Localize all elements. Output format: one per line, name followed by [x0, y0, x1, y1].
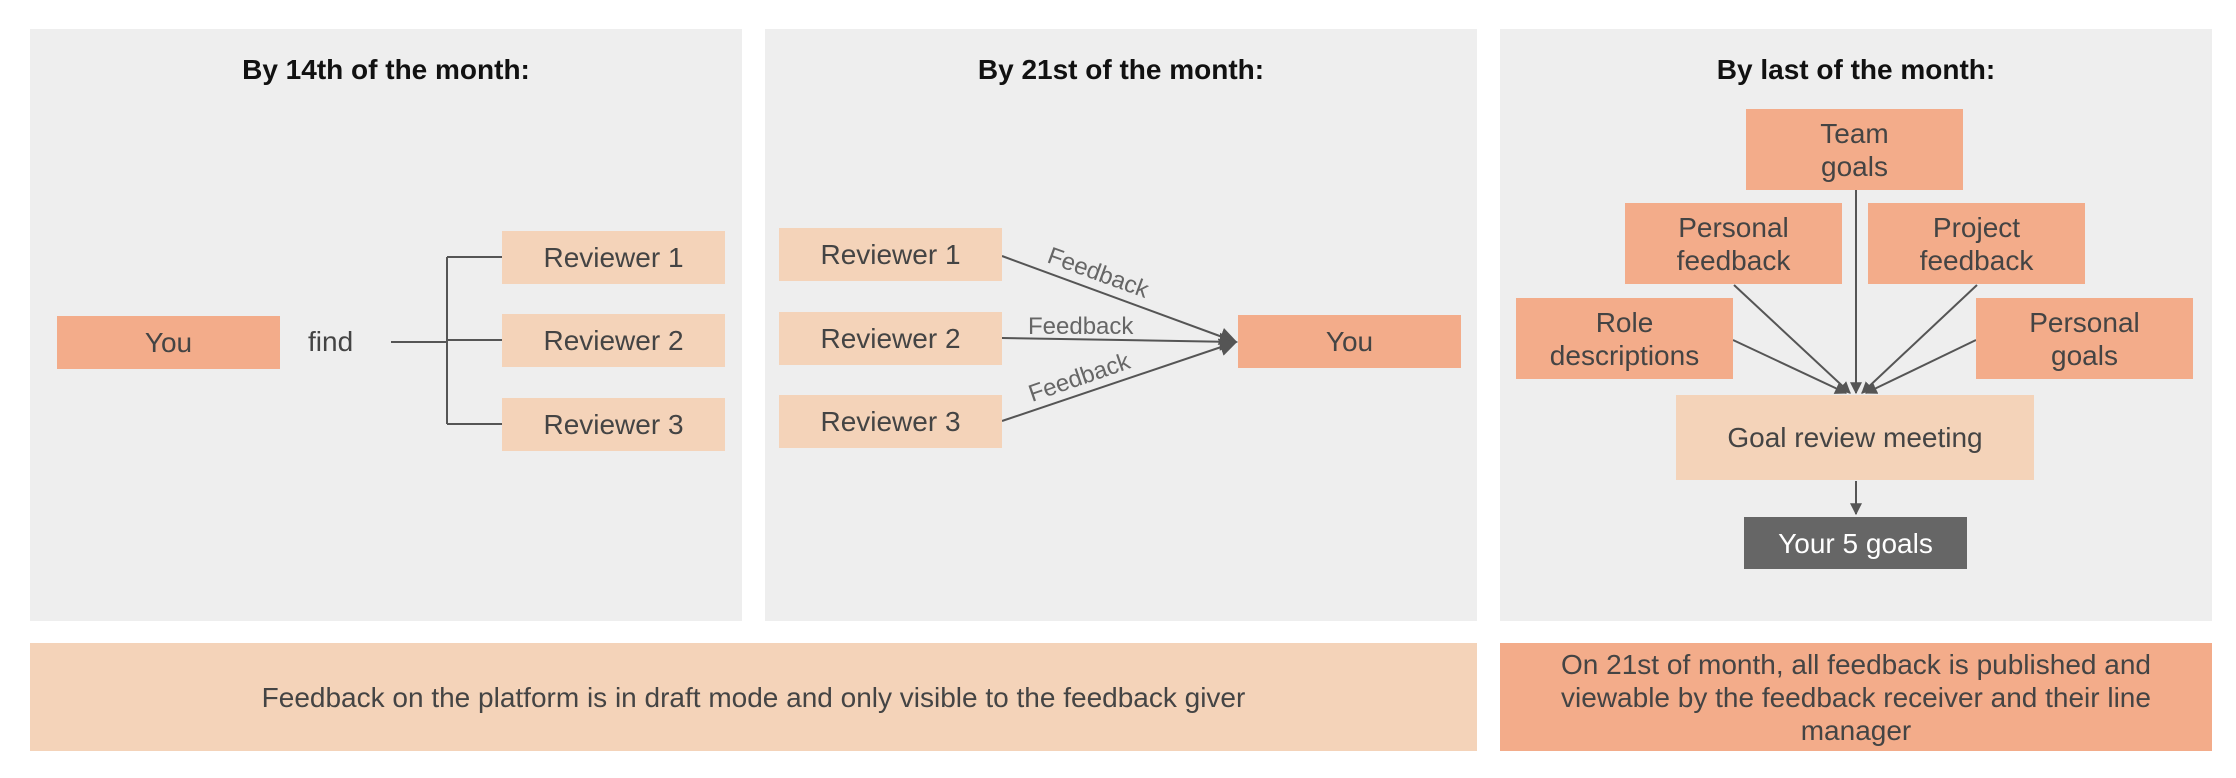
personal-goals-box: Personal goals: [1976, 298, 2193, 379]
feedback-arrows: [1001, 255, 1238, 422]
reviewer-box: Reviewer 1: [502, 231, 725, 284]
project-feedback-box: Project feedback: [1868, 203, 2085, 284]
panel-title: By 21st of the month:: [977, 54, 1265, 85]
reviewer-box: Reviewer 1: [779, 228, 1002, 281]
feedback-label: Feedback: [1044, 242, 1153, 304]
publish-note: On 21st of month, all feedback is publis…: [1500, 643, 2212, 751]
reviewer-box: Reviewer 3: [502, 398, 725, 451]
find-label: find: [308, 326, 354, 357]
goal-review-meeting-box: Goal review meeting: [1676, 395, 2034, 480]
you-box: You: [57, 316, 280, 369]
panel-title: By last of the month:: [1716, 54, 1996, 85]
find-bracket: [391, 256, 502, 425]
draft-mode-note: Feedback on the platform is in draft mod…: [30, 643, 1477, 751]
panel-title: By 14th of the month:: [242, 54, 530, 85]
role-descriptions-box: Role descriptions: [1516, 298, 1733, 379]
goal-input-arrows: [1732, 190, 1978, 516]
you-box: You: [1238, 315, 1461, 368]
feedback-label: Feedback: [1028, 313, 1134, 340]
personal-feedback-box: Personal feedback: [1625, 203, 1842, 284]
your-5-goals-box: Your 5 goals: [1744, 517, 1967, 569]
reviewer-box: Reviewer 2: [779, 312, 1002, 365]
reviewer-box: Reviewer 3: [779, 395, 1002, 448]
team-goals-box: Team goals: [1746, 109, 1963, 190]
feedback-label: Feedback: [1025, 348, 1134, 408]
reviewer-box: Reviewer 2: [502, 314, 725, 367]
